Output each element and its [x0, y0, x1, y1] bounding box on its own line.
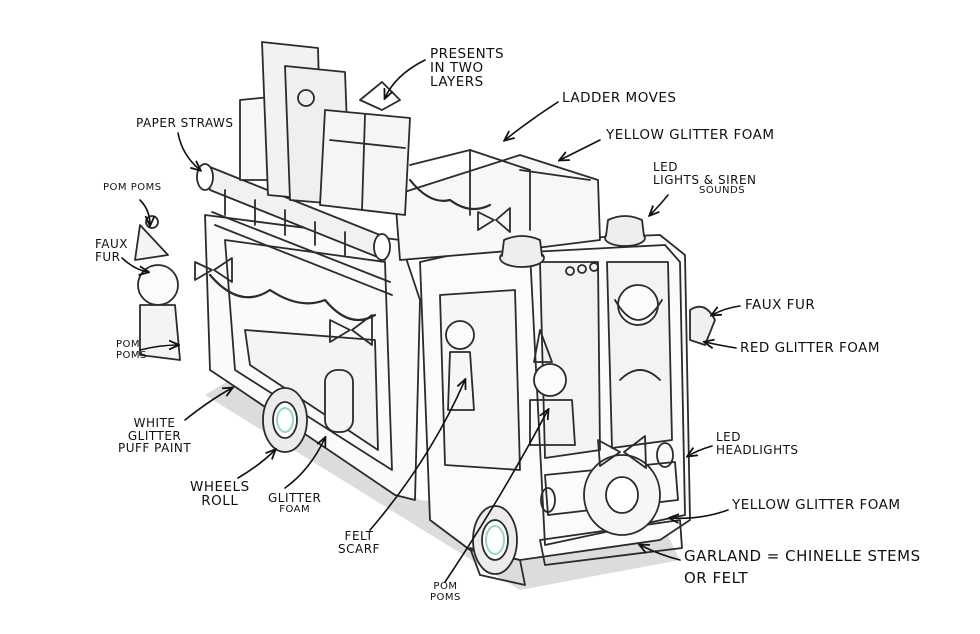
label-pom-poms-bottom: Pom Poms: [430, 581, 461, 603]
headlight-left: [540, 487, 556, 513]
roof-rack: [394, 154, 601, 261]
monkey: [445, 320, 475, 411]
bow-left: [194, 257, 233, 283]
label-glitter-foam: Glitter Foam: [268, 491, 322, 515]
label-led-headlights: LED Headlights: [716, 430, 799, 457]
callout-arrows: [121, 59, 741, 583]
bow-roof: [477, 207, 511, 233]
label-led-lights-siren: LED Lights & Siren Sounds: [653, 160, 757, 197]
label-wheels-roll: Wheels Roll: [190, 479, 250, 510]
label-faux-fur-left: Faux Fur: [95, 237, 129, 264]
wreath: [583, 435, 661, 536]
label-presents: Presents in Two Layers: [430, 46, 505, 91]
santa: [614, 284, 663, 381]
label-white-glitter-puff-paint: White Glitter Puff Paint: [118, 416, 192, 456]
elf-cab: [529, 329, 576, 446]
extinguisher: [324, 369, 354, 433]
elf-left: [134, 215, 181, 361]
wheel-front-hub: [485, 525, 505, 555]
label-paper-straws: Paper Straws: [136, 116, 234, 130]
label-faux-fur-right: Faux Fur: [745, 297, 816, 313]
label-ladder-moves: Ladder Moves: [562, 90, 677, 106]
label-garland: Garland = Chinelle Stems or Felt: [684, 547, 921, 587]
wheel-rear-hub: [276, 407, 294, 433]
label-yellow-glitter-foam-bottom: Yellow Glitter Foam: [732, 497, 901, 513]
bow-rear: [329, 314, 373, 346]
label-pom-poms-elf: Pom Poms: [116, 339, 147, 361]
label-red-glitter-foam: Red Glitter Foam: [740, 340, 881, 356]
label-felt-scarf: Felt Scarf: [338, 529, 380, 556]
label-yellow-glitter-foam-top: Yellow Glitter Foam: [606, 127, 775, 143]
headlight-right: [656, 442, 674, 468]
presents: [239, 41, 411, 216]
label-pom-poms-left: Pom Poms: [103, 182, 162, 193]
garland-rear: [208, 273, 377, 322]
ladder: [196, 163, 393, 296]
faux-fur-hand: [689, 305, 716, 346]
